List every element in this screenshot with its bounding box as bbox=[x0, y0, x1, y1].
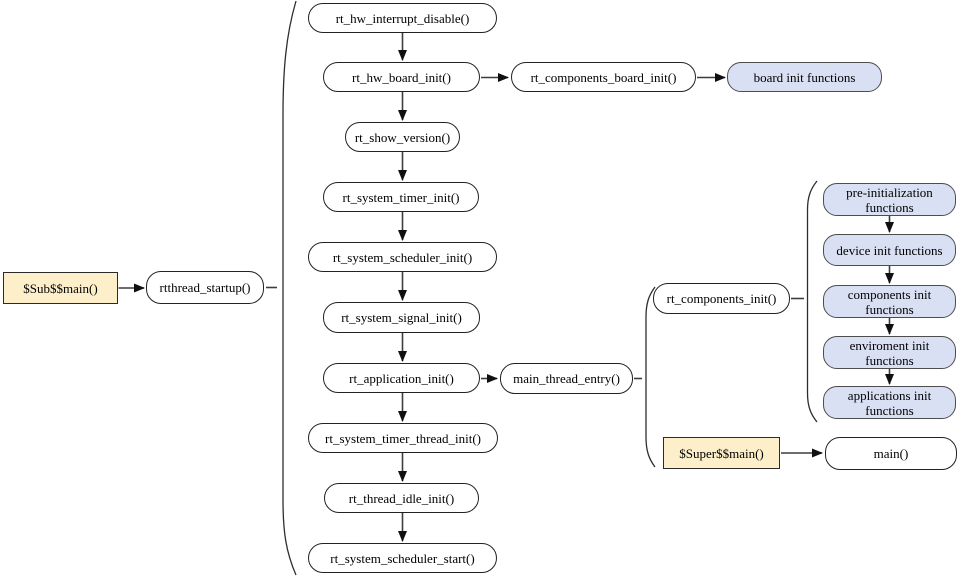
node-rt-system-signal-init: rt_system_signal_init() bbox=[323, 302, 480, 333]
node-rt-application-init: rt_application_init() bbox=[323, 363, 480, 393]
node-rt-system-scheduler-init: rt_system_scheduler_init() bbox=[308, 242, 497, 272]
brace-rt-components-init bbox=[806, 180, 818, 423]
node-rt-hw-interrupt-disable: rt_hw_interrupt_disable() bbox=[308, 3, 497, 33]
node-rt-system-timer-thread-init: rt_system_timer_thread_init() bbox=[308, 423, 498, 453]
node-rt-hw-board-init: rt_hw_board_init() bbox=[323, 62, 480, 92]
node-rt-thread-idle-init: rt_thread_idle_init() bbox=[324, 483, 479, 513]
node-rt-components-board-init: rt_components_board_init() bbox=[511, 62, 696, 92]
node-main-thread-entry: main_thread_entry() bbox=[500, 363, 633, 394]
node-rt-components-init: rt_components_init() bbox=[653, 283, 790, 314]
node-sub-main: $Sub$$main() bbox=[3, 272, 118, 304]
node-components-init-functions: components init functions bbox=[823, 285, 956, 318]
node-super-main: $Super$$main() bbox=[663, 437, 780, 469]
node-applications-init-functions: applications init functions bbox=[823, 386, 956, 419]
brace-main-thread-entry bbox=[645, 286, 656, 468]
node-rt-system-timer-init: rt_system_timer_init() bbox=[323, 182, 479, 212]
node-rt-show-version: rt_show_version() bbox=[345, 122, 460, 152]
node-main: main() bbox=[825, 437, 957, 470]
node-device-init-functions: device init functions bbox=[823, 234, 956, 266]
brace-rtthread-startup bbox=[282, 0, 297, 576]
node-rt-system-scheduler-start: rt_system_scheduler_start() bbox=[308, 543, 497, 573]
node-rtthread-startup: rtthread_startup() bbox=[146, 271, 264, 304]
node-enviroment-init-functions: enviroment init functions bbox=[823, 336, 956, 369]
node-board-init-functions: board init functions bbox=[727, 62, 882, 92]
node-pre-initialization-functions: pre-initialization functions bbox=[823, 183, 956, 216]
